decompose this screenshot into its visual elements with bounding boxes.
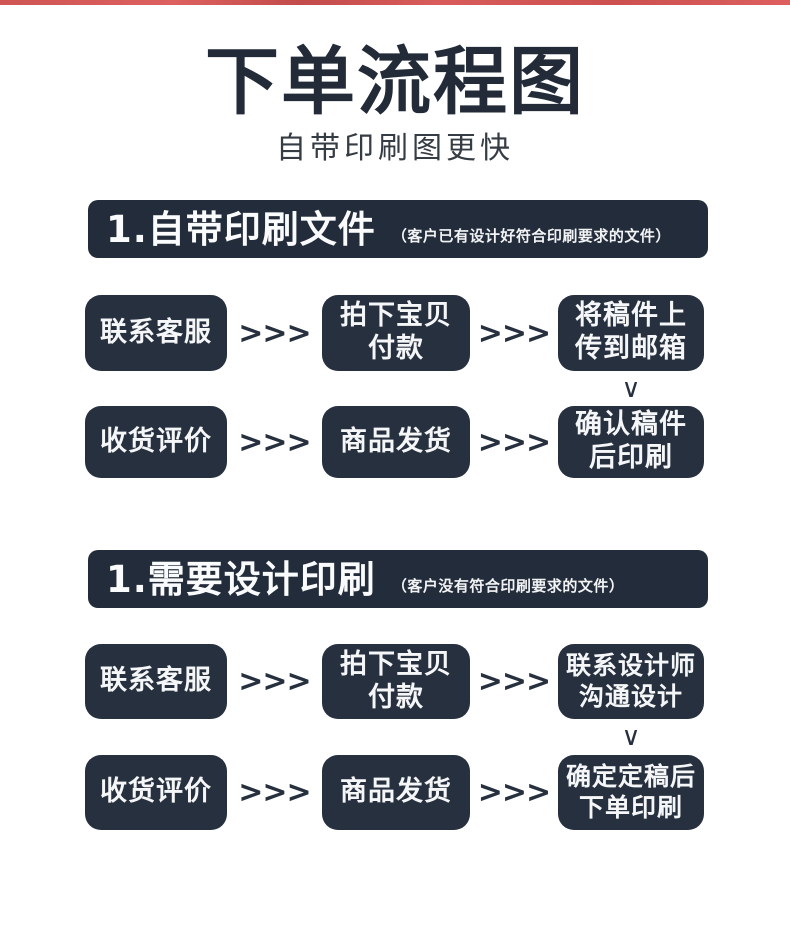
page-title: 下单流程图 bbox=[205, 39, 585, 125]
arrow-right-icon: >>> bbox=[477, 424, 551, 460]
flow-box-label: 收货评价 bbox=[100, 776, 212, 808]
section1-heading-note: （客户已有设计好符合印刷要求的文件） bbox=[391, 226, 671, 245]
flow-box-label: 将稿件上 bbox=[575, 300, 687, 332]
arrow-right-icon: >>> bbox=[477, 315, 551, 351]
flow-box-purchase-pay: 拍下宝贝 付款 bbox=[322, 295, 470, 371]
section2-heading-banner: 1.需要设计印刷 （客户没有符合印刷要求的文件） bbox=[88, 550, 708, 608]
flow-box-label: 传到邮箱 bbox=[575, 333, 687, 364]
flow-box-finalize-order-print: 确定定稿后 下单印刷 bbox=[558, 755, 704, 830]
flow-box-ship-goods: 商品发货 bbox=[322, 406, 470, 478]
arrow-right-icon: >>> bbox=[238, 315, 311, 351]
flow-box-label: 下单印刷 bbox=[578, 792, 683, 822]
flow-box-label: 付款 bbox=[368, 333, 424, 364]
page-subtitle: 自带印刷图更快 bbox=[276, 131, 514, 166]
flow-box-label: 联系客服 bbox=[100, 316, 212, 348]
flow-row: 收货评价 >>> 商品发货 >>> 确定定稿后 下单印刷 bbox=[0, 755, 790, 830]
flow-box-label: 联系客服 bbox=[100, 665, 212, 697]
arrow-right-icon: >>> bbox=[477, 775, 551, 810]
flow-box-purchase-pay: 拍下宝贝 付款 bbox=[322, 644, 470, 719]
flow-row: 联系客服 >>> 拍下宝贝 付款 >>> 将稿件上 传到邮箱 bbox=[0, 295, 790, 371]
flow-row: 收货评价 >>> 商品发货 >>> 确认稿件 后印刷 bbox=[0, 406, 790, 478]
flow-box-receive-review: 收货评价 bbox=[85, 755, 227, 830]
flow-box-label: 收货评价 bbox=[100, 425, 212, 457]
section1-heading-banner: 1.自带印刷文件 （客户已有设计好符合印刷要求的文件） bbox=[88, 200, 708, 258]
flow-box-label: 付款 bbox=[368, 681, 424, 713]
flow-box-confirm-print: 确认稿件 后印刷 bbox=[558, 406, 704, 478]
arrow-down-icon: ∨ bbox=[621, 722, 641, 752]
flow-box-ship-goods: 商品发货 bbox=[322, 755, 470, 830]
arrow-right-icon: >>> bbox=[238, 775, 311, 810]
flow-box-label: 确定定稿后 bbox=[565, 762, 696, 791]
section1-heading: 1.自带印刷文件 bbox=[106, 207, 376, 251]
top-accent-bar bbox=[0, 0, 790, 5]
flow-box-label: 后印刷 bbox=[589, 442, 673, 473]
arrow-down-icon: ∨ bbox=[621, 373, 641, 404]
flow-row: 联系客服 >>> 拍下宝贝 付款 >>> 联系设计师 沟通设计 bbox=[0, 644, 790, 719]
flow-box-label: 沟通设计 bbox=[578, 681, 683, 711]
arrow-right-icon: >>> bbox=[238, 664, 311, 699]
flow-box-upload-file: 将稿件上 传到邮箱 bbox=[558, 295, 704, 371]
section2-heading-note: （客户没有符合印刷要求的文件） bbox=[391, 576, 625, 595]
flow-box-label: 确认稿件 bbox=[575, 409, 687, 441]
arrow-right-icon: >>> bbox=[238, 424, 311, 460]
flow-box-contact-service: 联系客服 bbox=[85, 644, 227, 719]
flow-box-contact-designer: 联系设计师 沟通设计 bbox=[558, 644, 704, 719]
flow-box-label: 联系设计师 bbox=[565, 651, 696, 680]
flow-box-label: 拍下宝贝 bbox=[340, 300, 452, 332]
flow-box-label: 商品发货 bbox=[340, 425, 452, 457]
flow-box-label: 商品发货 bbox=[340, 776, 452, 808]
section2-heading: 1.需要设计印刷 bbox=[106, 557, 376, 601]
flow-box-label: 拍下宝贝 bbox=[340, 648, 452, 680]
arrow-right-icon: >>> bbox=[477, 664, 551, 699]
flow-box-contact-service: 联系客服 bbox=[85, 295, 227, 371]
flow-box-receive-review: 收货评价 bbox=[85, 406, 227, 478]
